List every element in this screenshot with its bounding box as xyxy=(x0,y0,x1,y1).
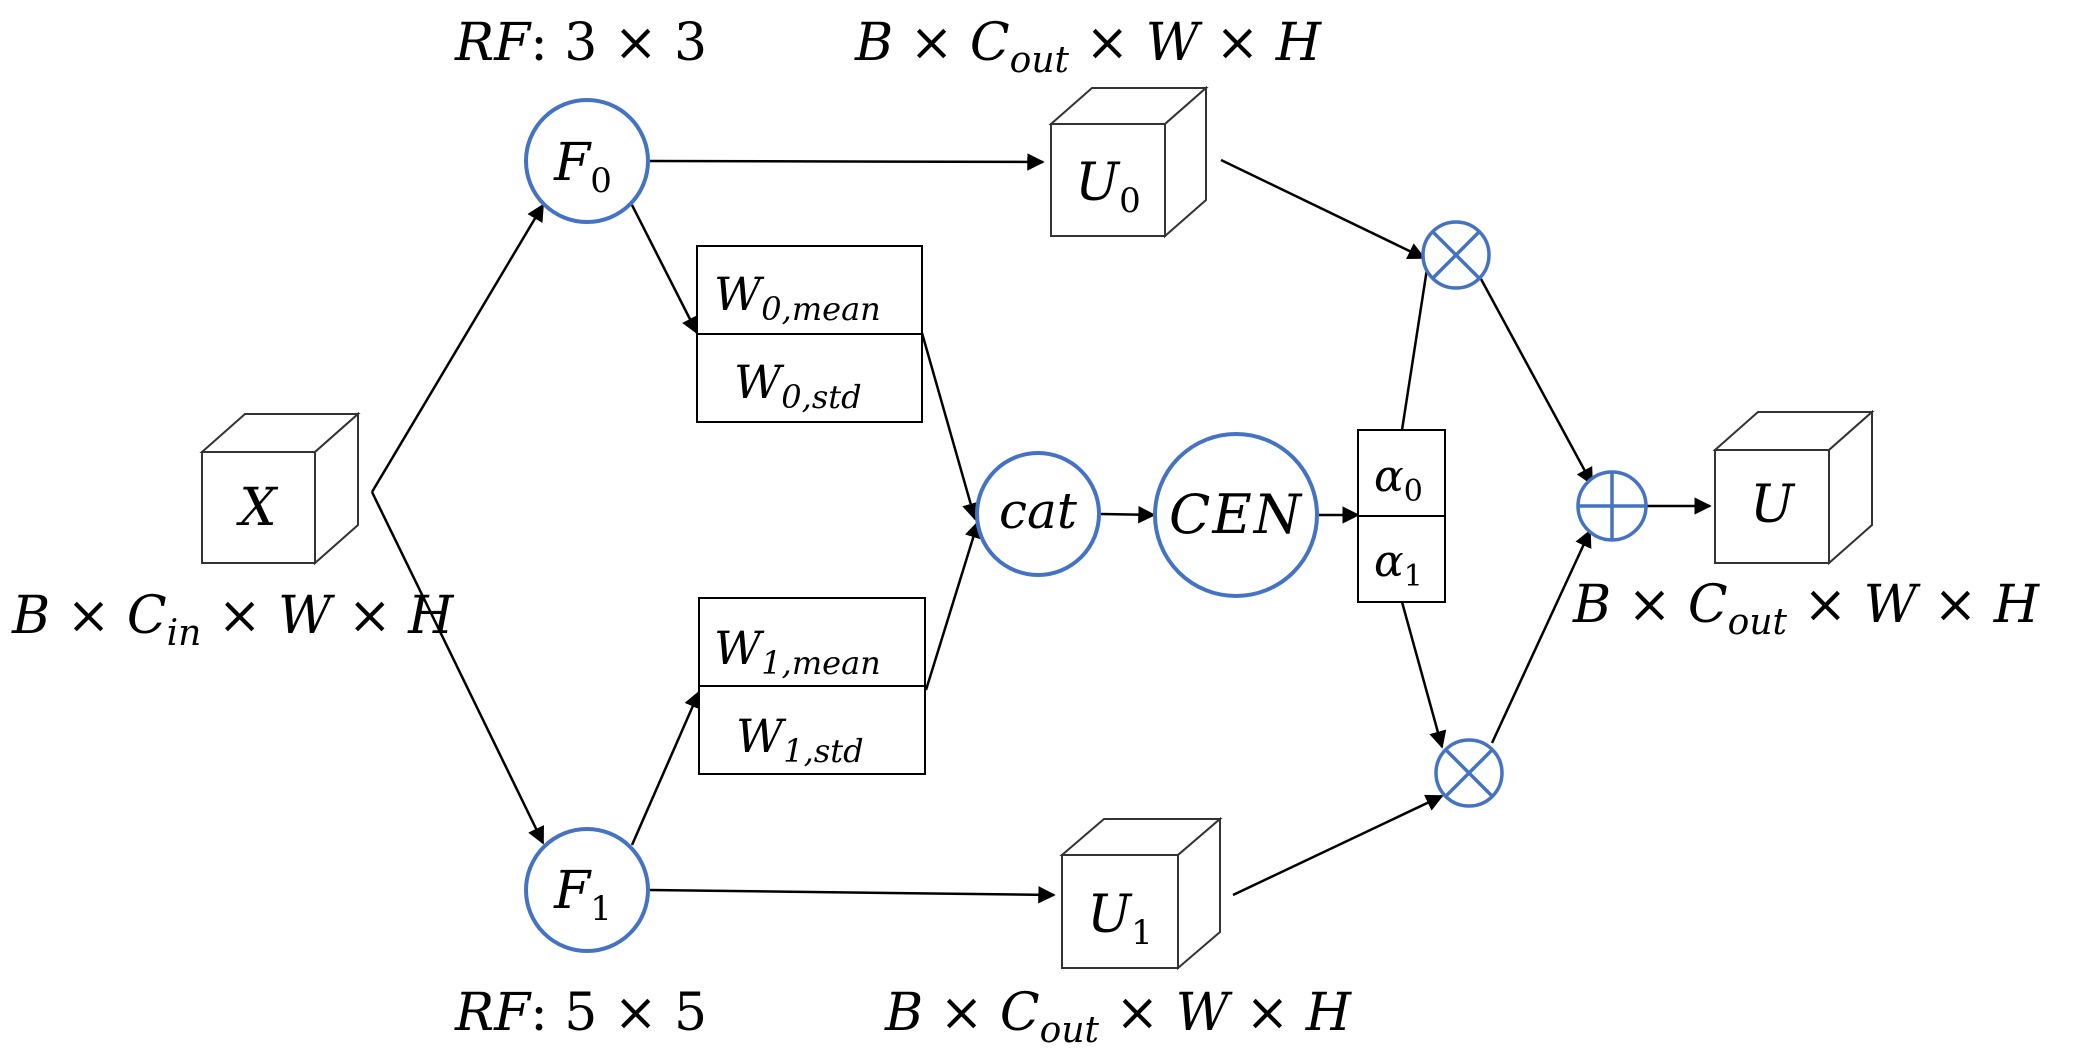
edge-w0-to-cat xyxy=(920,332,980,521)
w0-std-label: W0,std xyxy=(734,355,862,416)
edge-u0-to-mult0 xyxy=(1220,158,1426,260)
node-f0: F0 xyxy=(524,98,650,224)
node-cat: cat xyxy=(975,451,1101,577)
node-f1: F1 xyxy=(524,827,650,953)
alpha0-label: α0 xyxy=(1374,451,1423,509)
edge-cat-to-cen xyxy=(1100,505,1156,524)
node-x-label: X xyxy=(235,478,278,538)
dims-output-label: B × Cout × W × H xyxy=(1572,575,2041,643)
node-f0-label: F0 xyxy=(553,133,612,201)
multiply-op-0 xyxy=(1421,220,1491,290)
edge-u1-to-mult1 xyxy=(1232,794,1444,897)
cube-x: X xyxy=(199,411,361,566)
box-alpha: α0 α1 xyxy=(1357,429,1446,603)
w1-std-label: W1,std xyxy=(736,709,864,770)
cube-u1: U1 xyxy=(1059,816,1223,971)
node-cat-label: cat xyxy=(999,482,1078,540)
edge-w1-to-cat xyxy=(924,520,982,691)
edge-alpha0-to-mult0 xyxy=(1400,241,1438,431)
dims-u0-label: B × Cout × W × H xyxy=(854,13,1323,81)
edge-f0-to-w0 xyxy=(630,204,699,335)
node-cen-label: CEN xyxy=(1169,483,1303,546)
edge-x-to-f1 xyxy=(370,491,545,845)
rf-bottom-label: RF: 5 × 5 xyxy=(454,983,707,1043)
alpha1-label: α1 xyxy=(1374,536,1423,594)
cube-u0: U0 xyxy=(1048,85,1209,239)
w1-mean-label: W1,mean xyxy=(714,621,881,682)
multiply-op-1 xyxy=(1434,738,1504,808)
rf-top-label: RF: 3 × 3 xyxy=(454,13,707,73)
node-u0-label: U0 xyxy=(1075,153,1140,221)
edge-mult1-to-sum xyxy=(1490,529,1592,744)
edge-alpha1-to-mult1 xyxy=(1400,601,1447,749)
edge-mult0-to-sum xyxy=(1479,278,1594,486)
node-cen: CEN xyxy=(1153,432,1319,598)
edges xyxy=(370,153,1712,904)
edge-f1-to-u1 xyxy=(649,886,1056,904)
edge-f1-to-w1 xyxy=(630,690,701,846)
edge-f0-to-u0 xyxy=(649,153,1045,171)
dims-u1-label: B × Cout × W × H xyxy=(884,983,1353,1049)
node-u-label: U xyxy=(1750,475,1796,535)
edge-x-to-f0 xyxy=(370,203,545,493)
cube-u: U xyxy=(1712,409,1875,566)
node-f1-label: F1 xyxy=(553,861,612,929)
box-w0: W0,mean W0,std xyxy=(696,245,923,423)
node-u1-label: U1 xyxy=(1087,885,1152,953)
box-w1: W1,mean W1,std xyxy=(698,597,926,775)
dims-input-label: B × Cin × W × H xyxy=(11,586,455,654)
w0-mean-label: W0,mean xyxy=(714,267,881,328)
sum-op xyxy=(1576,470,1648,542)
